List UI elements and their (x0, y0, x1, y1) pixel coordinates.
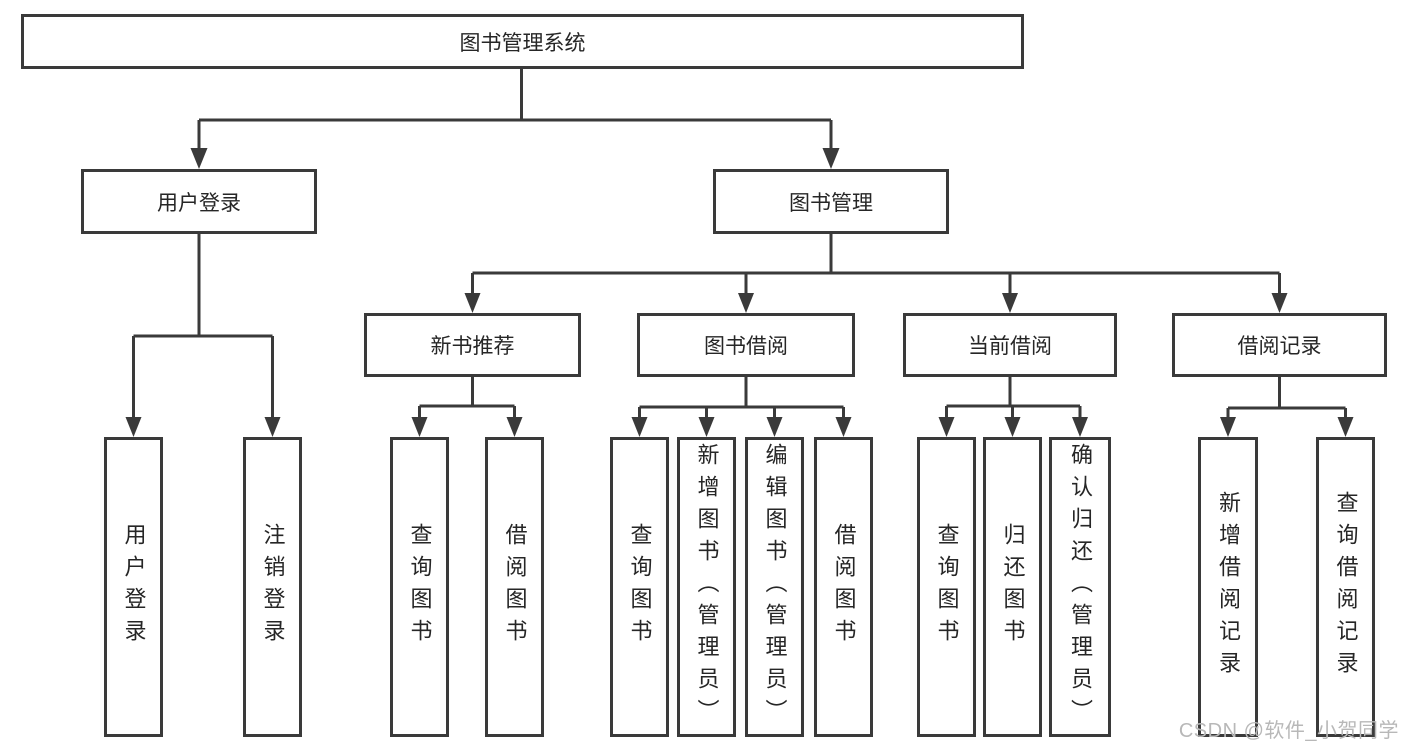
leaf-return-books: 归还图书 (983, 437, 1042, 737)
node-new-book-recommend: 新书推荐 (364, 313, 581, 377)
leaf-query-books-borrowing: 查询图书 (610, 437, 669, 737)
branch-borrow-records (1220, 377, 1354, 437)
leaf-add-books-admin: 新增图书（管理员） (677, 437, 736, 737)
branch-new-book-recommend (411, 377, 523, 437)
node-library-management-system: 图书管理系统 (21, 14, 1024, 69)
leaf-edit-books-admin: 编辑图书（管理员） (745, 437, 804, 737)
branch-root (190, 69, 840, 169)
node-borrow-records: 借阅记录 (1172, 313, 1387, 377)
leaf-query-books-current: 查询图书 (917, 437, 976, 737)
leaf-query-borrow-record: 查询借阅记录 (1316, 437, 1375, 737)
leaf-query-books-recommend: 查询图书 (390, 437, 449, 737)
node-book-management: 图书管理 (713, 169, 949, 234)
leaf-add-borrow-record: 新增借阅记录 (1198, 437, 1258, 737)
leaf-borrow-books-borrowing: 借阅图书 (814, 437, 873, 737)
node-user-login: 用户登录 (81, 169, 317, 234)
leaf-borrow-books-recommend: 借阅图书 (485, 437, 544, 737)
leaf-confirm-return-admin: 确认归还（管理员） (1049, 437, 1111, 737)
leaf-logout: 注销登录 (243, 437, 302, 737)
csdn-watermark: CSDN @软件_小贺同学 (1178, 720, 1399, 742)
arrow-to-book-management (822, 148, 840, 169)
branch-current-borrowing (938, 377, 1088, 437)
leaf-user-login: 用户登录 (104, 437, 163, 737)
branch-book-management (464, 234, 1288, 313)
arrow-to-user-login (190, 148, 208, 169)
branch-user-login (125, 234, 281, 437)
node-current-borrowing: 当前借阅 (903, 313, 1117, 377)
branch-book-borrowing (631, 377, 852, 437)
node-book-borrowing: 图书借阅 (637, 313, 855, 377)
